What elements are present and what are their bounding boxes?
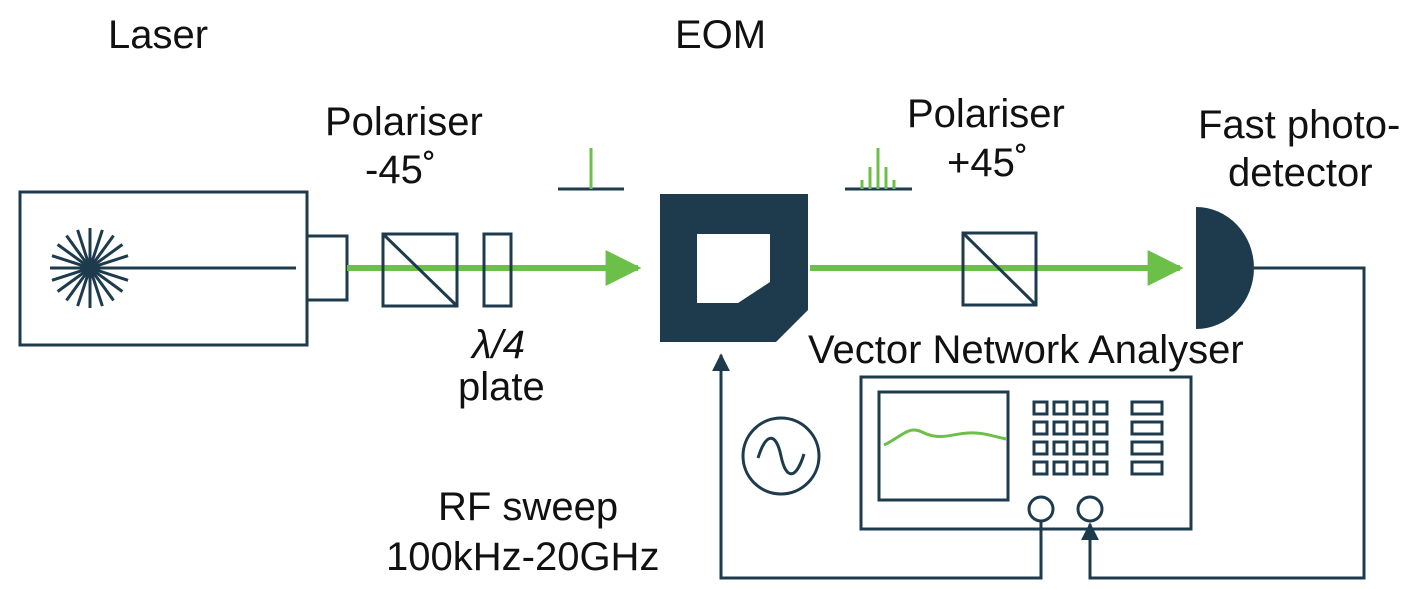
- vna-function-key: [1130, 460, 1164, 476]
- vna-key: [1092, 460, 1109, 476]
- vna-key: [1092, 400, 1109, 416]
- detector-label-line2: detector: [1228, 151, 1373, 195]
- vna-screen: [877, 390, 1010, 502]
- vna-label: Vector Network Analyser: [808, 328, 1244, 372]
- vna-keypad: [1032, 400, 1109, 476]
- polariser-minus45: [381, 232, 459, 308]
- vna-input-port: [1076, 495, 1104, 523]
- vna-key: [1072, 400, 1089, 416]
- photodetector: [1196, 207, 1254, 329]
- vna-function-key: [1130, 400, 1164, 416]
- polariser-out-angle: +45˚: [947, 141, 1028, 185]
- laser-aperture: [305, 234, 349, 302]
- quarter-wave-plate: [482, 232, 513, 308]
- vna-trace: [883, 428, 1007, 447]
- vna-key: [1032, 400, 1049, 416]
- waveplate-label-line2: plate: [458, 365, 545, 409]
- vna-key: [1072, 420, 1089, 436]
- detector-label-line1: Fast photo-: [1198, 103, 1400, 147]
- polariser-in-title: Polariser: [325, 100, 483, 144]
- eom-label: EOM: [675, 13, 766, 57]
- rf-sweep-label-line2: 100kHz-20GHz: [386, 535, 659, 579]
- vector-network-analyser: [859, 375, 1193, 531]
- vna-key: [1052, 420, 1069, 436]
- vna-key: [1032, 440, 1049, 456]
- vna-function-key: [1130, 420, 1164, 436]
- laser-label: Laser: [108, 13, 208, 57]
- polariser-in-angle: -45˚: [365, 148, 436, 192]
- vna-output-port: [1027, 495, 1055, 523]
- vna-key: [1072, 440, 1089, 456]
- vna-key: [1052, 460, 1069, 476]
- polariser-plus45: [961, 231, 1038, 307]
- vna-key: [1092, 420, 1109, 436]
- eom-block: [660, 194, 808, 342]
- vna-key: [1032, 460, 1049, 476]
- starburst-icon: [50, 228, 130, 308]
- rf-sweep-label-line1: RF sweep: [438, 485, 618, 529]
- single-line-spectrum-icon: [558, 148, 624, 191]
- starburst-ray: [51, 254, 129, 282]
- sine-wave-icon: [741, 416, 821, 496]
- vna-function-keys: [1130, 400, 1164, 476]
- detector-signal-cable: [1081, 266, 1366, 580]
- vna-key: [1052, 440, 1069, 456]
- vna-case: [859, 375, 1193, 531]
- vna-key: [1032, 420, 1049, 436]
- laser: [18, 190, 349, 347]
- vna-function-key: [1130, 440, 1164, 456]
- polariser-out-title: Polariser: [907, 92, 1065, 136]
- rf-drive-cable: [712, 353, 1043, 580]
- sideband-spectrum-icon: [845, 148, 912, 191]
- waveplate-label-line1: λ/4: [470, 323, 525, 367]
- vna-key: [1052, 400, 1069, 416]
- vna-key: [1072, 460, 1089, 476]
- vna-key: [1092, 440, 1109, 456]
